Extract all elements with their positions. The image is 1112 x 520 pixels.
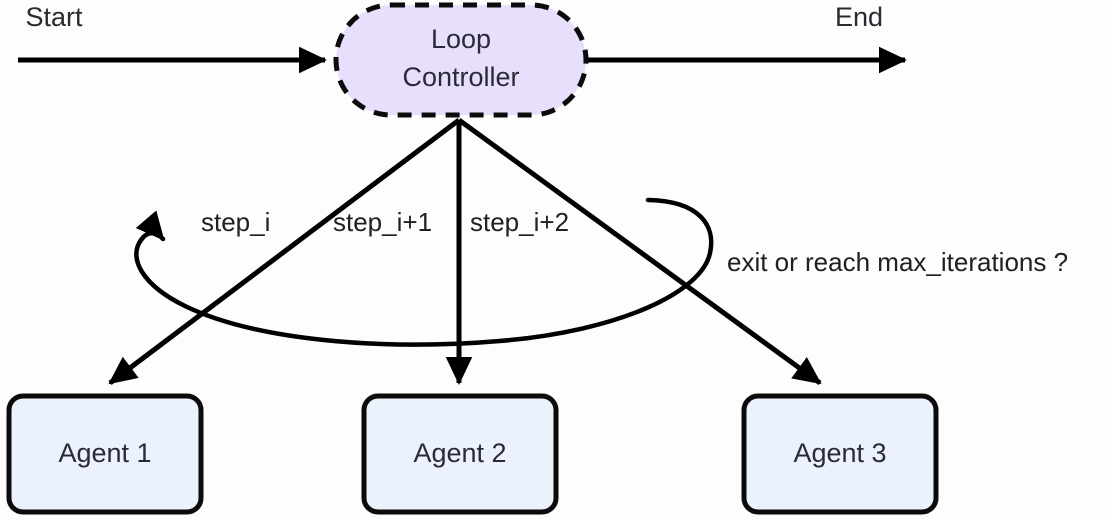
loop-controller-label-line1: Loop bbox=[431, 24, 491, 54]
agent-2-label: Agent 2 bbox=[413, 438, 506, 468]
agent-3-label: Agent 3 bbox=[793, 438, 886, 468]
edge-label-step-i-plus-2: step_i+2 bbox=[470, 207, 569, 237]
node-agent-1[interactable] bbox=[6, 393, 204, 515]
node-agent-3[interactable] bbox=[741, 393, 939, 515]
edge-controller-to-agent-1 bbox=[108, 118, 461, 385]
agent-1-label: Agent 1 bbox=[58, 438, 151, 468]
edge-feedback-loop bbox=[134, 197, 714, 347]
edge-label-step-i: step_i bbox=[201, 207, 270, 237]
edge-label-step-i-plus-1: step_i+1 bbox=[333, 207, 432, 237]
node-agent-2[interactable] bbox=[361, 393, 559, 515]
node-loop-controller[interactable] bbox=[333, 2, 589, 118]
edge-controller-to-agent-3 bbox=[457, 117, 822, 386]
edge-label-feedback-condition: exit or reach max_iterations ? bbox=[727, 247, 1068, 277]
end-label: End bbox=[835, 2, 883, 32]
start-label: Start bbox=[25, 2, 83, 32]
loop-controller-label-line2: Controller bbox=[402, 62, 519, 92]
